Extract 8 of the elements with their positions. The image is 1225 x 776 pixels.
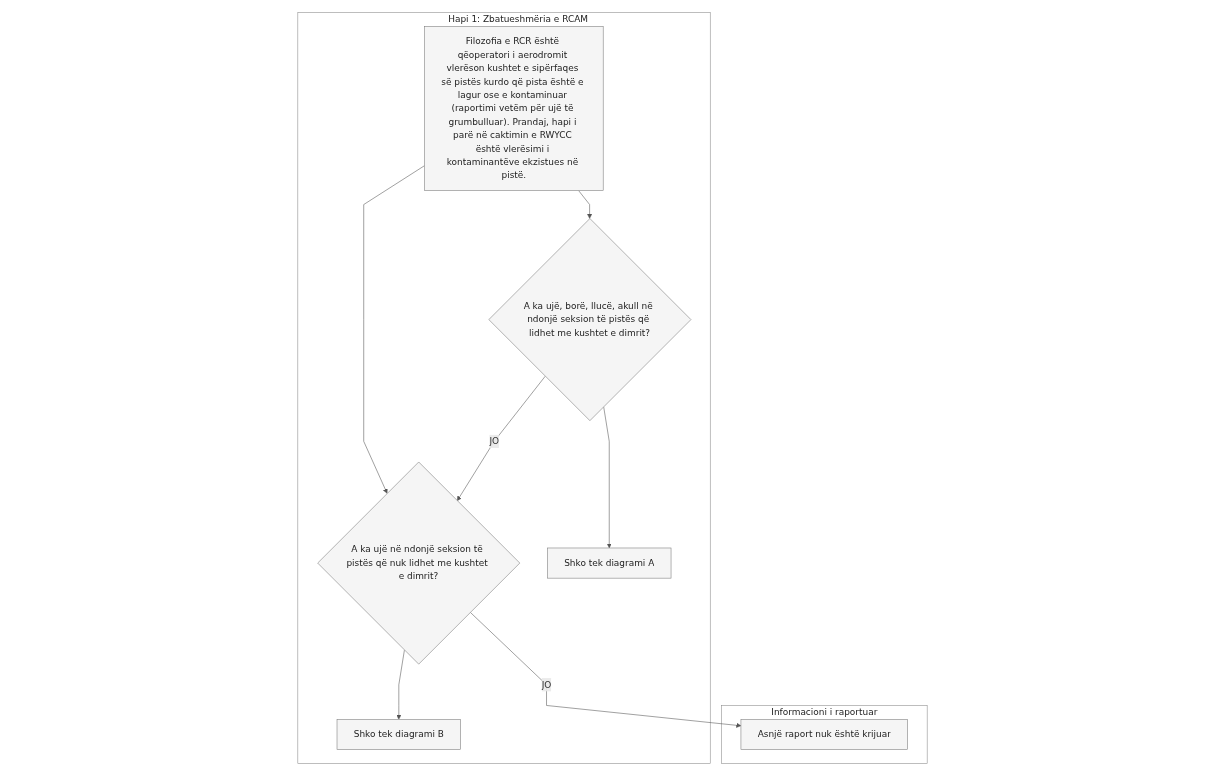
node-box: Shko tek diagrami B xyxy=(336,719,461,750)
node-diamond: A ka ujë, borë, llucë, akull në ndonjë seksion të pistës që lidhet me kushtet e dimrit? xyxy=(488,218,692,421)
node-box: Asnjë raport nuk është krijuar xyxy=(740,719,908,750)
node-diamond: A ka ujë në ndonjë seksion të pistës që nuk lidhet me kushtet e dimrit? xyxy=(317,461,521,665)
node-box: Filozofia e RCR është qëoperatori i aerodromit vlerëson kushtet e sipërfaqes së pistës kurdo që pista është e lagur ose e kontaminuar (raportimi vetëm për ujë të grumbulluar). Prandaj, hapi i parë në caktimin e RWYCC është vlerësimi i kontaminantëve ekzistues në pistë. xyxy=(424,26,604,191)
edge-label: JO xyxy=(489,435,500,447)
edge-label: JO xyxy=(541,679,552,690)
node-box: Shko tek diagrami A xyxy=(547,547,672,579)
